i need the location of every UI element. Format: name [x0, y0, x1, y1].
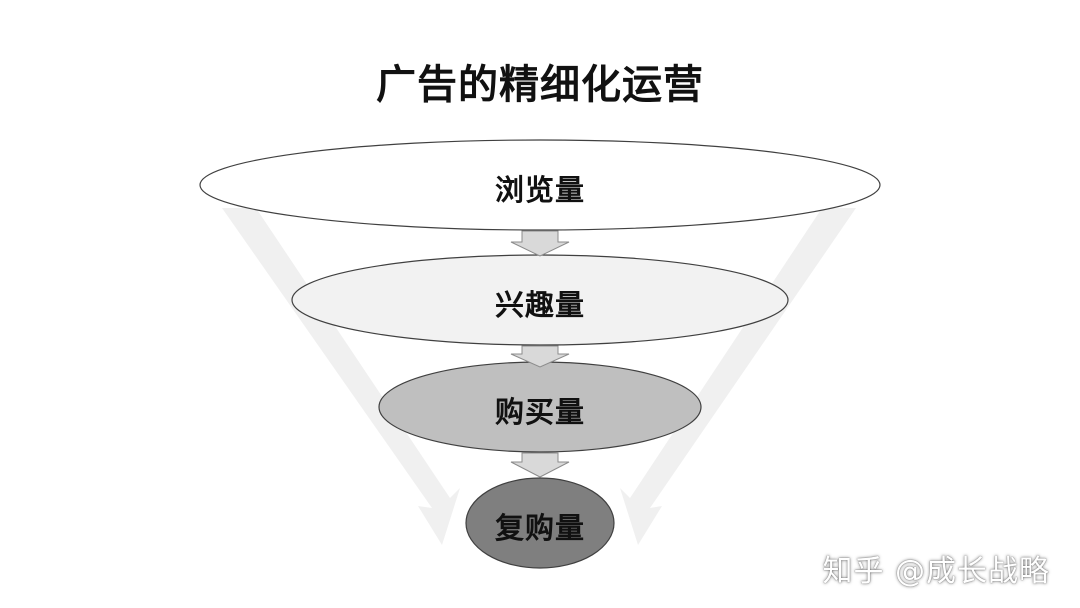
- stage-ellipse-browse: [199, 139, 881, 231]
- stage-label-browse: 浏览量: [494, 173, 585, 207]
- right-side-arrow: [620, 208, 856, 545]
- watermark: 知乎 @成长战略: [822, 554, 1050, 589]
- stage-ellipse-repurchase: [465, 477, 615, 569]
- down-arrow-1: [510, 230, 570, 257]
- stage-label-interest: 兴趣量: [494, 288, 585, 322]
- down-arrow-2: [510, 345, 570, 368]
- stage-label-purchase: 购买量: [494, 395, 585, 429]
- left-side-arrow: [222, 208, 460, 545]
- funnel-side-arrows: [222, 208, 856, 545]
- diagram-title: 广告的精细化运营: [376, 62, 704, 108]
- stage-label-repurchase: 复购量: [494, 511, 585, 545]
- down-arrow-3: [510, 452, 570, 478]
